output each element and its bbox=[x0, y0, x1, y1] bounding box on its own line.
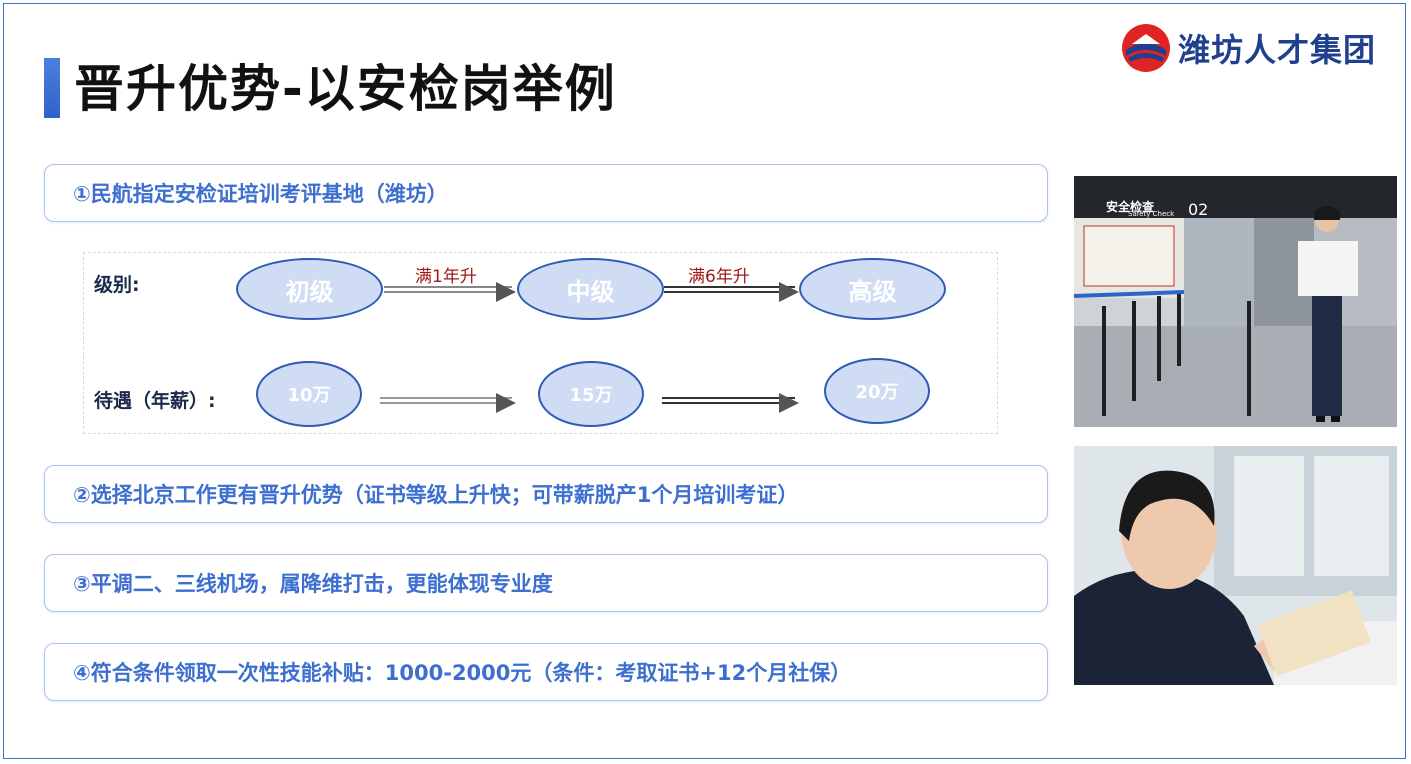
salary-middle: 15万 bbox=[538, 361, 644, 427]
salary-senior: 20万 bbox=[824, 358, 930, 424]
transition-label-1: 满1年升 bbox=[415, 267, 477, 287]
salary-junior: 10万 bbox=[256, 361, 362, 427]
point-3: ③平调二、三线机场，属降维打击，更能体现专业度 bbox=[44, 554, 1048, 612]
checkpoint-sign: 安全检查 bbox=[1106, 200, 1155, 214]
point-1: ①民航指定安检证培训考评基地（潍坊） bbox=[44, 164, 1048, 222]
level-senior: 高级 bbox=[799, 258, 946, 320]
point-4: ④符合条件领取一次性技能补贴：1000-2000元（条件：考取证书+12个月社保… bbox=[44, 643, 1048, 701]
checkpoint-number: 02 bbox=[1188, 200, 1209, 219]
level-row-label: 级别: bbox=[94, 274, 140, 296]
level-middle: 中级 bbox=[517, 258, 664, 320]
level-junior: 初级 bbox=[236, 258, 383, 320]
page-title: 晋升优势-以安检岗举例 bbox=[74, 60, 617, 118]
officer-photo bbox=[1074, 446, 1397, 685]
transition-label-2: 满6年升 bbox=[688, 267, 750, 287]
security-checkpoint-photo: 安全检查 Safety Check 02 bbox=[1074, 176, 1397, 427]
company-logo: 潍坊人才集团 bbox=[1120, 20, 1376, 76]
checkpoint-sign-sub: Safety Check bbox=[1128, 210, 1175, 218]
slide-frame bbox=[3, 3, 1406, 759]
salary-row-label: 待遇（年薪）: bbox=[94, 390, 216, 412]
promotion-diagram bbox=[83, 252, 998, 434]
logo-icon bbox=[1122, 24, 1170, 72]
point-2: ②选择北京工作更有晋升优势（证书等级上升快；可带薪脱产1个月培训考证） bbox=[44, 465, 1048, 523]
title-accent-bar bbox=[44, 58, 60, 118]
logo-text: 潍坊人才集团 bbox=[1178, 31, 1377, 69]
